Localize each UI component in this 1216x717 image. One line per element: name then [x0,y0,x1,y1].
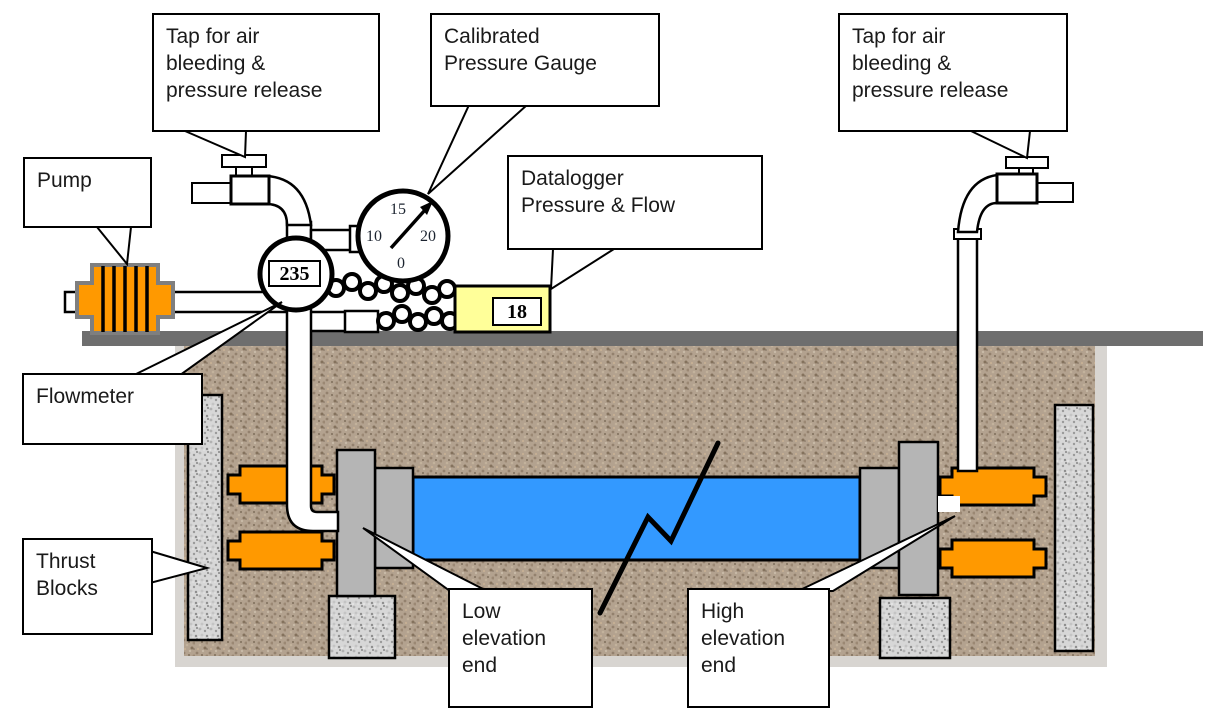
label-pressure-gauge: Calibrated Pressure Gauge [430,13,660,107]
gauge-tick-15: 15 [390,201,406,218]
thrust-block-right [1053,403,1095,653]
end-plate-right [897,440,940,597]
pressure-gauge [355,188,451,284]
footing-block-right [878,596,952,660]
tap-assembly-left [191,154,313,227]
pump [75,263,175,335]
ground-surface [82,331,1203,346]
gauge-tick-0: 0 [397,255,405,272]
label-pump: Pump [23,157,152,228]
pointer-tap-left [184,130,248,159]
gauge-needle [389,208,427,250]
tap-outlet-right [1036,182,1074,203]
label-datalogger: Datalogger Pressure & Flow [507,155,763,250]
tap-outlet-left [191,182,233,204]
restraint-bar-left-bottom [226,530,336,571]
pointer-tap-right [970,130,1032,160]
label-flowmeter: Flowmeter [22,373,203,445]
pointer-pump [94,226,133,267]
restraint-bar-right-bottom [938,538,1048,579]
tap-valve-right [995,172,1039,205]
gauge-tick-10: 10 [366,228,382,245]
riser-notch-right [938,496,960,512]
tap-assembly-right [956,156,1074,234]
restraint-bar-left-top [226,464,336,505]
pipe-break-symbol [597,440,721,616]
sensor-stub-end [343,309,380,334]
tap-elbow-right [956,173,999,234]
label-thrust-blocks: Thrust Blocks [22,538,153,635]
label-high-elevation-end: High elevation end [687,588,830,708]
footing-block-left [327,594,397,660]
pump-fins [101,266,149,332]
test-pipe [411,475,862,562]
flowmeter-display: 235 [268,260,321,287]
tap-elbow-left [264,174,313,227]
end-plate-left [335,448,377,598]
label-tap-left: Tap for air bleeding & pressure release [152,13,380,132]
label-tap-right: Tap for air bleeding & pressure release [838,13,1068,132]
tap-valve-left [229,174,271,206]
gauge-tick-20: 20 [420,228,436,245]
gauge-needle-tip [420,201,433,215]
coiled-cable-lower [376,304,460,332]
riser-pipe-right [956,234,979,473]
pointer-datalogger [549,248,618,291]
label-low-elevation-end: Low elevation end [448,588,593,708]
datalogger-display: 18 [492,297,542,326]
